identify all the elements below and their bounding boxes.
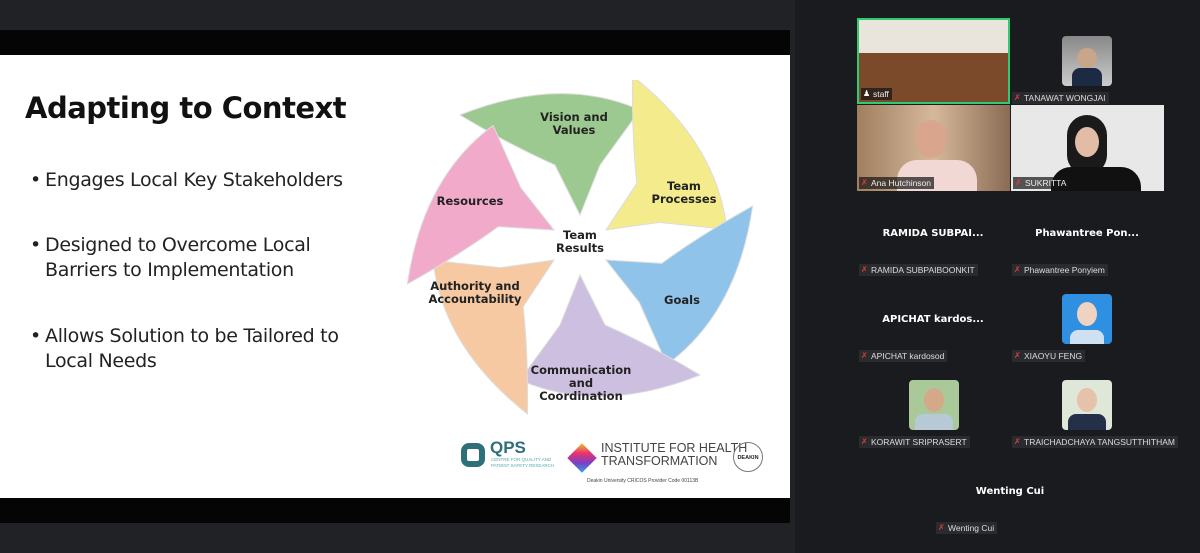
label-goals: Goals (664, 293, 700, 307)
bullet-1: Engages Local Key Stakeholders (30, 168, 370, 193)
participant-name: ✗Phawantree Ponyiem (1012, 264, 1108, 276)
muted-mic-icon: ✗ (861, 265, 868, 274)
muted-mic-icon: ✗ (861, 178, 868, 187)
participant-name-large: Wenting Cui (975, 486, 1045, 497)
slide-title: Adapting to Context (25, 91, 347, 125)
bullet-line: Barriers to Implementation (45, 259, 294, 281)
participant-name-large: RAMIDA SUBPAI... (882, 228, 984, 239)
qps-logo-icon (461, 443, 485, 467)
muted-mic-icon: ✗ (861, 351, 868, 360)
avatar-traichadchaya (1062, 380, 1112, 430)
deakin-logo: DEAKIN (733, 442, 763, 472)
bullet-line: Local Needs (45, 350, 157, 372)
bullet-line: Designed to Overcome Local (45, 234, 311, 256)
participant-name: ✗TRAICHADCHAYA TANGSUTTHITHAM (1012, 436, 1178, 448)
bullet-line: Allows Solution to be Tailored to (45, 325, 339, 347)
avatar-tanawat (1062, 36, 1112, 86)
ihtr-logo-icon (567, 443, 597, 473)
participant-name: ✗APICHAT kardosod (859, 350, 948, 362)
participant-name: ✗SUKRITTA (1013, 177, 1070, 189)
avatar-xiaoyu (1062, 294, 1112, 344)
presentation-slide: Adapting to Context Engages Local Key St… (0, 55, 790, 498)
video-tile-ana[interactable]: ✗Ana Hutchinson (857, 105, 1010, 191)
label-resources: Resources (436, 194, 504, 208)
participant-name: ✗Wenting Cui (936, 522, 998, 534)
muted-mic-icon: ✗ (1014, 93, 1021, 102)
participant-name: ✗TANAWAT WONGJAI (1012, 92, 1109, 104)
muted-mic-icon: ✗ (1014, 265, 1021, 274)
qps-logo-text: QPS (490, 438, 526, 457)
letterbox-top (0, 30, 790, 55)
letterbox-bottom (0, 498, 790, 523)
video-tile-sukritta[interactable]: ✗SUKRITTA (1011, 105, 1164, 191)
muted-mic-icon: ✗ (1015, 178, 1022, 187)
team-effectiveness-diagram (406, 80, 754, 415)
participant-name: ✗KORAWIT SRIPRASERT (859, 436, 970, 448)
participant-name-large: APICHAT kardos... (882, 314, 984, 325)
participant-name: ✗Ana Hutchinson (859, 177, 935, 189)
avatar-korawit (909, 380, 959, 430)
bullet-3: Allows Solution to be Tailored to Local N… (30, 324, 370, 374)
participant-name: ✗RAMIDA SUBPAIBOONKIT (859, 264, 978, 276)
participant-name: ✗XIAOYU FENG (1012, 350, 1086, 362)
muted-mic-icon: ✗ (938, 523, 945, 532)
muted-mic-icon: ✗ (861, 437, 868, 446)
arrow-resources (406, 124, 556, 285)
participant-name-large: Phawantree Pon... (1035, 228, 1139, 239)
video-tile-staff[interactable]: ♟staff (857, 18, 1010, 104)
muted-mic-icon: ✗ (1014, 351, 1021, 360)
muted-mic-icon: ✗ (1014, 437, 1021, 446)
participant-name: ♟staff (861, 88, 892, 100)
bullet-line: Engages Local Key Stakeholders (45, 169, 343, 191)
cricos-text: Deakin University CRICOS Provider Code 0… (587, 478, 699, 484)
